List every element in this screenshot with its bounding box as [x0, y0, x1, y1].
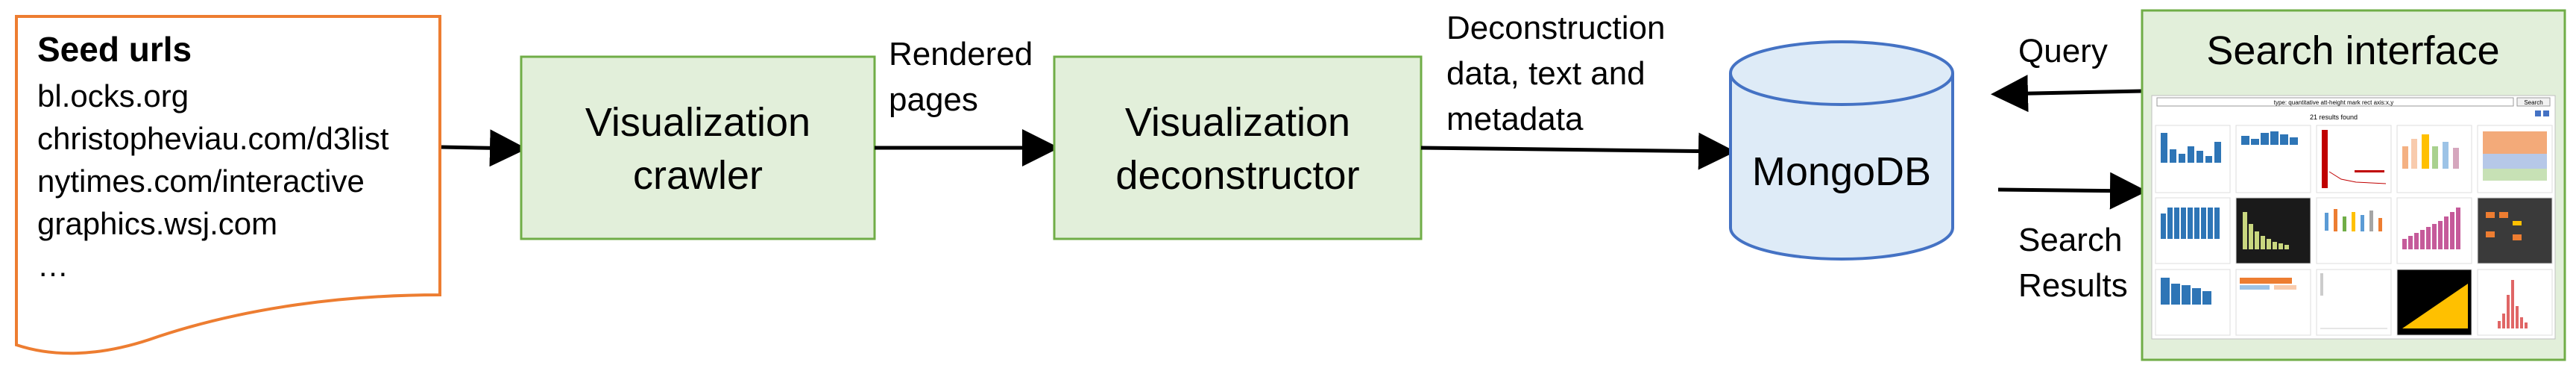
result-thumbnail	[2396, 125, 2472, 193]
result-thumbnail	[2235, 269, 2311, 336]
visualization-deconstructor-box: Visualization deconstructor	[1053, 55, 1423, 240]
query-label: Query	[2018, 33, 2108, 69]
search-results-label: Results	[2018, 267, 2128, 304]
crawler-label: Visualization	[585, 100, 810, 145]
result-thumbnail	[2316, 197, 2392, 264]
result-thumbnail	[2477, 197, 2553, 264]
mongodb-label: MongoDB	[1752, 149, 1931, 194]
result-thumbnail	[2316, 269, 2392, 336]
seed-url-line: christopheviau.com/d3list	[37, 121, 389, 156]
search-results-label: Search	[2018, 222, 2122, 258]
result-thumbnail	[2155, 125, 2231, 193]
arrow-query	[1991, 75, 2143, 113]
seed-urls-document: Seed urls bl.ocks.org christopheviau.com…	[15, 15, 441, 355]
result-thumbnail	[2235, 125, 2311, 193]
list-view-icon	[2543, 110, 2549, 116]
deconstruction-data-label: Deconstruction	[1446, 10, 1665, 46]
seed-url-line: graphics.wsj.com	[37, 206, 277, 241]
seed-urls-title: Seed urls	[37, 30, 192, 69]
result-thumbnail	[2396, 197, 2472, 264]
grid-view-icon	[2535, 110, 2541, 116]
search-interface-panel: Search interface type: quantitative att-…	[2141, 9, 2566, 361]
result-thumbnail	[2477, 125, 2553, 193]
document-shape	[15, 15, 441, 355]
search-button-text: Search	[2524, 99, 2542, 106]
result-thumbnail	[2155, 269, 2231, 336]
deconstruction-data-label: data, text and	[1446, 55, 1646, 92]
arrow-search-results	[1997, 172, 2147, 210]
deconstructor-label: Visualization	[1125, 100, 1350, 145]
result-thumbnail	[2235, 197, 2311, 264]
search-button	[2516, 97, 2551, 107]
search-interface-title: Search interface	[2206, 28, 2499, 73]
database-cylinder	[1729, 73, 1954, 261]
result-thumbnail	[2316, 125, 2392, 193]
query-input-text: type: quantitative att-height mark rect …	[2274, 99, 2394, 106]
mongodb-database: MongoDB	[1729, 40, 1954, 261]
result-thumbnail	[2477, 269, 2553, 336]
search-screenshot: type: quantitative att-height mark rect …	[2151, 95, 2556, 340]
deconstructor-label: deconstructor	[1115, 153, 1359, 198]
database-top	[1729, 40, 1954, 106]
result-thumbnail	[2396, 269, 2472, 336]
seed-url-line: …	[37, 248, 69, 283]
rendered-pages-label: Rendered	[889, 36, 1033, 72]
arrow-seed-to-crawler	[441, 129, 527, 167]
deconstruction-data-label: metadata	[1446, 101, 1584, 137]
results-count: 21 results found	[2310, 113, 2358, 121]
seed-url-line: bl.ocks.org	[37, 78, 189, 113]
arrow-deconstructor-to-db	[1420, 132, 1736, 170]
result-thumbnail	[2155, 197, 2231, 264]
query-input	[2156, 97, 2514, 107]
crawler-label: crawler	[633, 153, 763, 198]
rendered-pages-label: pages	[889, 81, 978, 118]
seed-url-line: nytimes.com/interactive	[37, 163, 365, 199]
visualization-crawler-box: Visualization crawler	[520, 55, 876, 240]
